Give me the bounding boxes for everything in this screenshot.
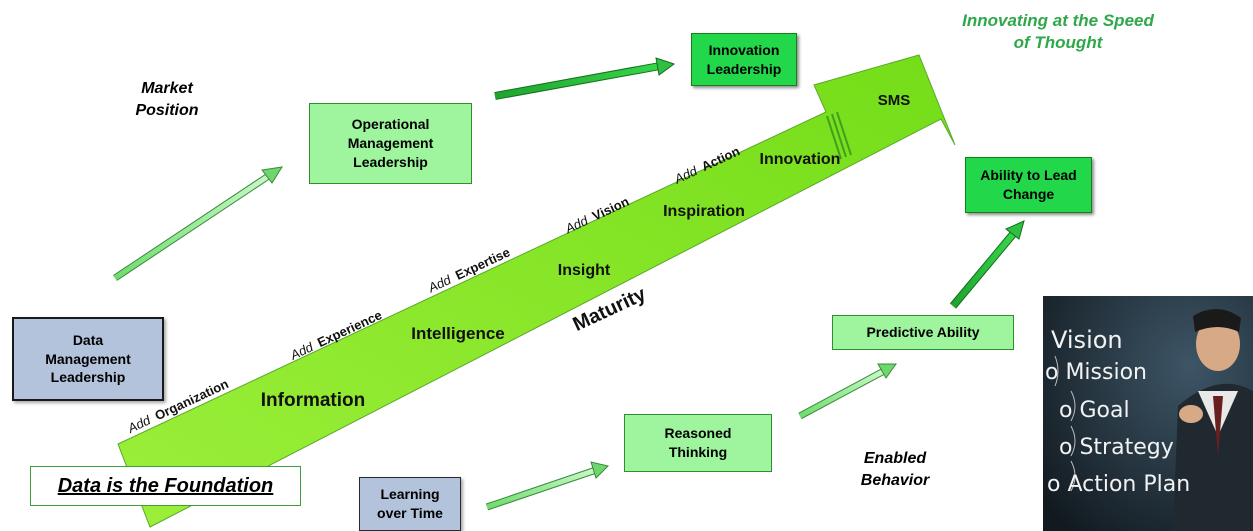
data-management-leadership-box: Data Management Leadership [12,317,164,401]
learning-over-time-text: Learning over Time [377,486,443,521]
arrow-learning-to-reasoned [485,461,609,511]
arrow-data-to-operational [113,166,283,281]
market-position-label: Market Position [135,80,199,119]
innovating-tagline: Innovating at the Speed of Thought [962,11,1154,53]
data-foundation-text: Data is the Foundation [57,474,274,497]
photo-background [1043,296,1253,531]
photo-line-goal: o Goal [1059,398,1130,423]
stage-insight: Insight [558,262,611,279]
arrow-stripe [826,115,842,160]
enabled-behavior-label: Enabled Behavior [860,450,930,489]
predictive-ability-text: Predictive Ability [866,324,980,341]
photo-line-mission: o Mission [1045,360,1147,385]
stage-intelligence: Intelligence [411,324,505,343]
stage-information: Information [261,390,366,411]
photo-line-strategy: o Strategy [1059,435,1174,460]
ability-to-lead-change-text: Ability to Lead Change [980,167,1077,202]
innovation-leadership-box: Innovation Leadership [691,33,797,86]
operational-management-leadership-text: Operational Management Leadership [347,116,434,170]
arrow-reasoned-to-predictive [798,363,897,420]
reasoned-thinking-text: Reasoned Thinking [664,425,732,460]
main-maturity-arrow [117,54,956,528]
stage-inspiration: Inspiration [663,203,745,220]
vision-mission-photo: Vision o Mission o Goal o Strategy o Act… [1043,296,1253,531]
ability-to-lead-change-box: Ability to Lead Change [965,157,1092,213]
data-management-leadership-text: Data Management Leadership [45,331,131,386]
reasoned-thinking-box: Reasoned Thinking [624,414,772,472]
operational-management-leadership-box: Operational Management Leadership [309,103,472,184]
predictive-ability-box: Predictive Ability [832,315,1014,350]
learning-over-time-box: Learning over Time [359,477,461,531]
arrow-predictive-to-lead-change [949,220,1025,309]
data-foundation-box: Data is the Foundation [30,466,301,506]
photo-line-vision: Vision [1051,326,1123,354]
arrow-stripe [831,113,847,158]
stage-innovation: Innovation [760,151,841,168]
photo-line-action-plan: o Action Plan [1047,472,1191,497]
arrow-stripe [836,111,852,156]
innovation-leadership-text: Innovation Leadership [706,41,782,77]
arrow-operational-to-innovation [494,57,676,100]
stage-sms: SMS [878,92,911,109]
